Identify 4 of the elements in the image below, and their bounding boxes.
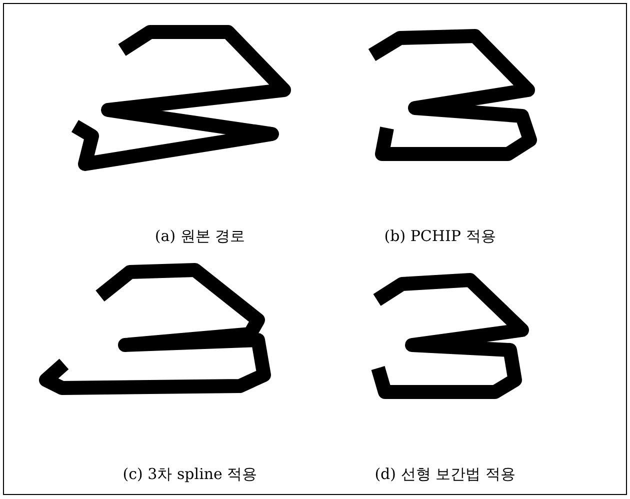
- figure-caption: (b) PCHIP 적용: [384, 227, 496, 246]
- figure-caption: (c) 3차 spline 적용: [122, 465, 258, 484]
- figure-caption: (d) 선형 보간법 적용: [374, 465, 516, 484]
- figure-caption: (a) 원본 경로: [154, 227, 246, 246]
